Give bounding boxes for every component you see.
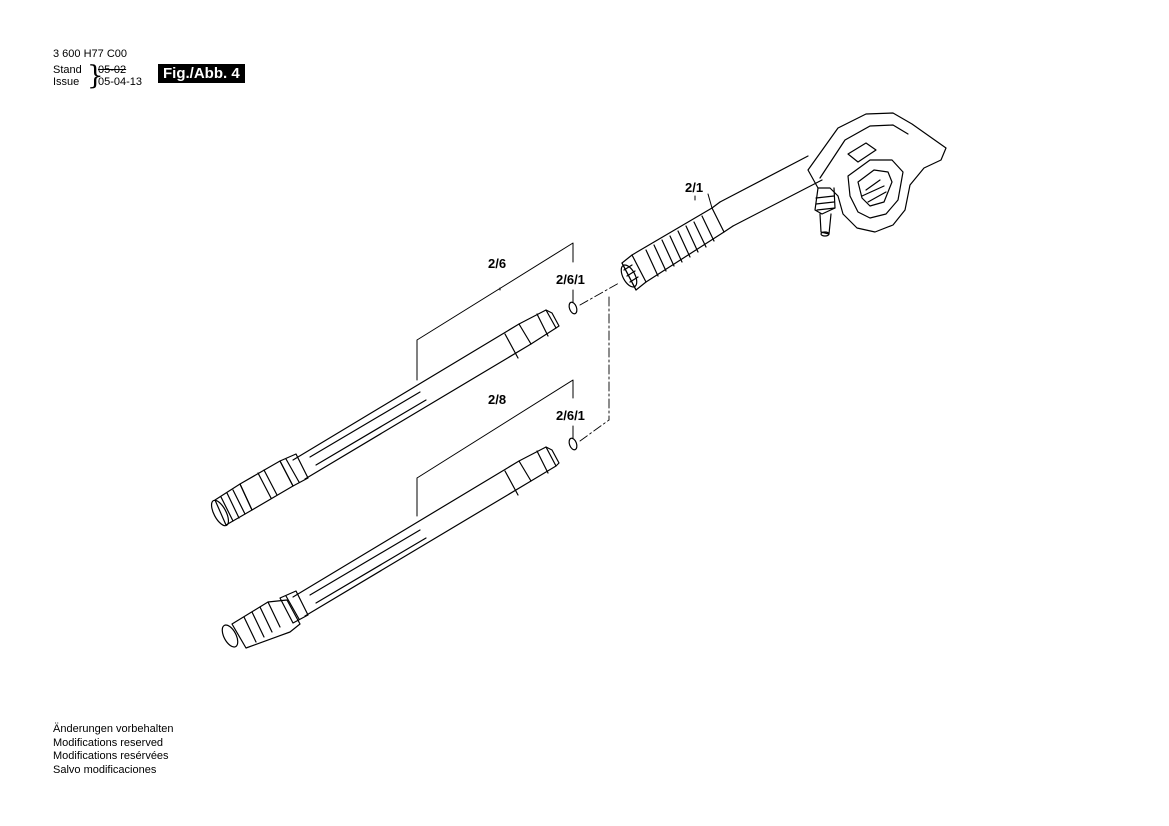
modifications-notice: Änderungen vorbehalten Modifications res… (53, 723, 173, 777)
grip-ribs (645, 215, 715, 277)
seal-upper-part (568, 301, 578, 315)
lance-lower-part (221, 446, 560, 649)
notice-de: Änderungen vorbehalten (53, 723, 174, 735)
stand-label: Stand (53, 64, 82, 76)
callout-seal-lower: 2/6/1 (556, 408, 585, 423)
stand-value: 05-02 (98, 64, 127, 76)
brace-glyph: } (87, 61, 104, 91)
notice-es: Salvo modificaciones (53, 763, 157, 776)
lance-upper-part (210, 309, 560, 527)
notice-en: Modifications reserved (53, 736, 164, 749)
figure-badge: Fig./Abb. 4 (158, 64, 245, 83)
notice-fr: Modifications resérvées (53, 750, 169, 762)
callout-lance-lower: 2/8 (488, 392, 506, 407)
spray-gun-part (620, 112, 947, 291)
issue-label: Issue (53, 76, 80, 88)
callout-lance-upper: 2/6 (488, 256, 506, 271)
assembly-lines (579, 282, 620, 442)
issue-value: 05-04-13 (98, 76, 143, 88)
document-number: 3 600 H77 C00 (53, 48, 127, 60)
seal-lower-part (568, 437, 578, 451)
leader-lines (416, 193, 713, 517)
callout-seal-upper: 2/6/1 (556, 272, 585, 287)
callout-gun: 2/1 (685, 180, 703, 195)
